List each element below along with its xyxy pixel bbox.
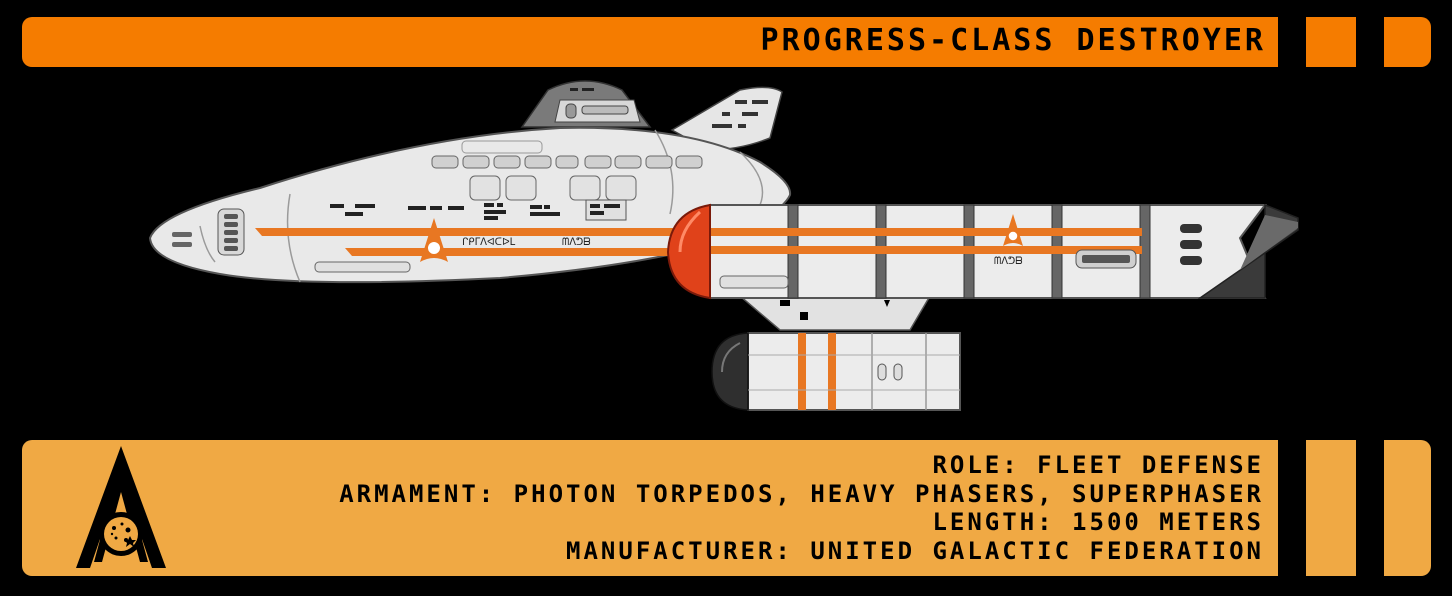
spec-armament: ARMAMENT: PHOTON TORPEDOS, HEAVY PHASERS… <box>339 479 1264 508</box>
spec-manufacturer: MANUFACTURER: UNITED GALACTIC FEDERATION <box>566 536 1264 565</box>
deflector-dish <box>666 203 711 300</box>
hull-marking-1: ᒋᑭᒥᐱᐊᑕᐅᒪ <box>462 236 516 248</box>
spec-length: LENGTH: 1500 METERS <box>932 508 1264 536</box>
spec-role: ROLE: FLEET DEFENSE <box>932 451 1264 479</box>
neck-pylon <box>737 295 932 331</box>
nacelle-marking: ᗰᐱᕤᗷ <box>994 256 1023 267</box>
title-bar: PROGRESS-CLASS DESTROYER <box>22 17 1278 67</box>
title-block-2 <box>1384 17 1431 67</box>
title-block-1 <box>1306 17 1356 67</box>
info-panel: ROLE: FLEET DEFENSE ARMAMENT: PHOTON TOR… <box>22 440 1278 576</box>
info-block-1 <box>1306 440 1356 576</box>
hull-marking-2: ᗰᐱᕤᗷ <box>562 237 591 248</box>
page-title: PROGRESS-CLASS DESTROYER <box>760 23 1266 58</box>
spec-list: ROLE: FLEET DEFENSE ARMAMENT: PHOTON TOR… <box>339 451 1264 565</box>
federation-delta-icon <box>76 446 166 568</box>
info-block-2 <box>1384 440 1431 576</box>
lower-pod <box>747 332 961 411</box>
